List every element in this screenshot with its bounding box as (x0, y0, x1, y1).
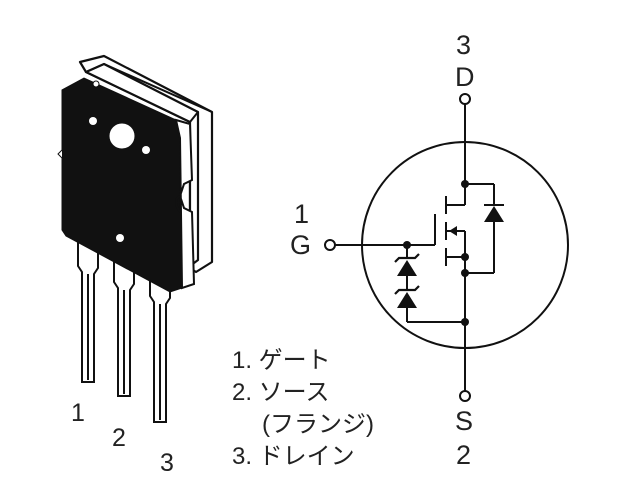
source-number: 2 (456, 440, 471, 470)
gate-number: 1 (294, 199, 309, 229)
hole-small-bottom (116, 234, 124, 242)
pin-label-3: 3 (160, 449, 174, 477)
hole-small-left (89, 117, 97, 125)
mosfet-schematic: 3 D S 2 1 G (290, 30, 569, 470)
drain-letter: D (455, 62, 475, 92)
legend-item-flange: (フランジ) (262, 411, 374, 438)
legend-item-source: 2. ソース (232, 379, 329, 406)
flange-edge (174, 118, 196, 290)
pin-legend: 1. ゲート 2. ソース (フランジ) 3. ドレイン (232, 347, 374, 470)
package-flange (78, 54, 214, 274)
drain-number: 3 (456, 30, 471, 60)
pin-label-1: 1 (71, 399, 85, 427)
legend-item-gate: 1. ゲート (232, 347, 331, 374)
gate-terminal (324, 239, 336, 251)
source-letter: S (455, 406, 473, 436)
gate-letter: G (290, 230, 311, 260)
legend-item-drain: 3. ドレイン (232, 443, 355, 470)
hole-small-right (142, 146, 150, 154)
zener-diode-bottom (397, 292, 417, 308)
zener-diode-top (397, 260, 417, 276)
mounting-hole (109, 123, 135, 149)
to3p-package: 1 2 3 (57, 54, 214, 477)
body-diode (484, 206, 504, 222)
source-terminal (459, 390, 471, 402)
drain-terminal (459, 93, 471, 105)
pin-label-2: 2 (112, 424, 126, 452)
